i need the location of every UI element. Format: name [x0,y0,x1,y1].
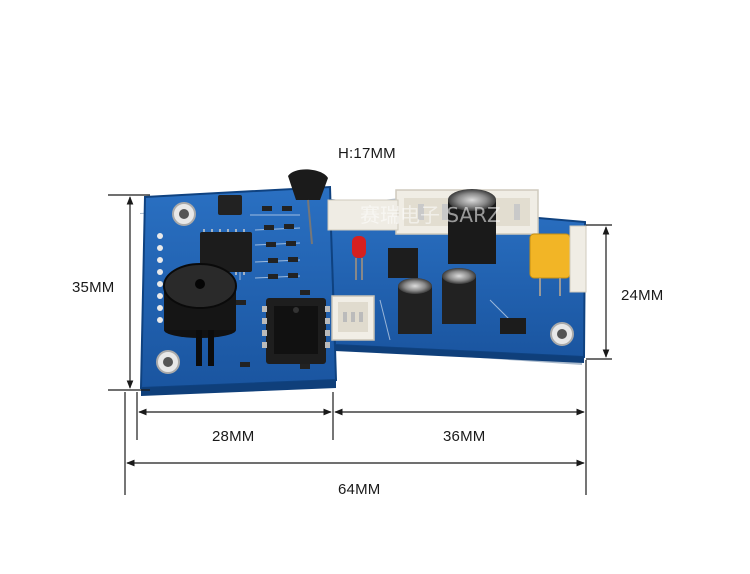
tantalum-component [288,169,328,245]
transistor [500,318,526,334]
dip8-ic [262,298,330,364]
total-width-label: 64MM [338,481,381,498]
small-ic [218,195,242,215]
right-height-label: 24MM [621,287,664,304]
white-connector-right [569,225,587,293]
left-width-label: 28MM [212,428,255,445]
red-led [352,236,366,280]
white-connector-3pin [331,295,375,341]
left-height-label: 35MM [72,279,115,296]
dimension-lines [108,194,612,495]
buzzer [163,263,237,366]
height-label: H:17MM [338,145,396,162]
smd-resistors [236,206,310,369]
right-width-label: 36MM [443,428,486,445]
pin-pads [157,233,163,323]
capacitors [398,189,496,334]
mounting-holes [156,202,574,374]
white-connector-small [327,199,399,231]
regulator [388,248,418,278]
watermark: 赛瑞电子 SARZ [360,203,501,227]
